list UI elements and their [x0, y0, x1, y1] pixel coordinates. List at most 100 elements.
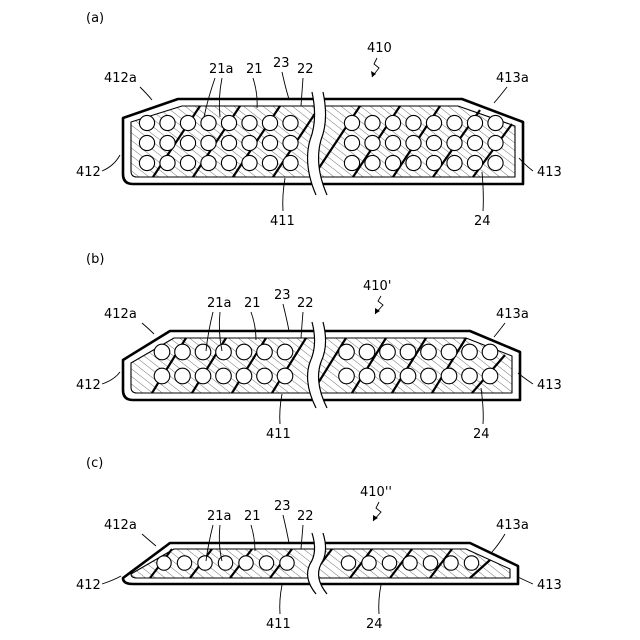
channel-circle — [365, 115, 380, 130]
label-24: 24 — [366, 617, 383, 632]
channel-circle — [139, 135, 154, 150]
channel-circle — [359, 344, 375, 360]
channel-circle — [400, 344, 416, 360]
ref-410-double-prime: 410'' — [360, 485, 392, 500]
channel-circle — [365, 155, 380, 170]
channel-circle — [221, 155, 236, 170]
channel-circle — [385, 135, 400, 150]
label-412a: 412a — [104, 518, 137, 533]
channel-circle — [154, 344, 170, 360]
panel-label: (a) — [86, 11, 104, 26]
label-22: 22 — [297, 296, 314, 311]
channel-circle — [341, 556, 355, 570]
channel-circle — [423, 556, 437, 570]
channel-circle — [139, 115, 154, 130]
channel-circle — [380, 344, 396, 360]
channel-circle — [365, 135, 380, 150]
channel-circle — [382, 556, 396, 570]
label-411: 411 — [270, 214, 295, 229]
channel-circle — [380, 368, 396, 384]
channel-circle — [441, 368, 457, 384]
panel-label: (c) — [86, 456, 103, 471]
channel-circle — [339, 368, 355, 384]
channel-circle — [482, 344, 498, 360]
panel-b: (b) 410' 21a 21 23 22 412a 413a 412 413 … — [76, 252, 562, 442]
channel-circle — [277, 368, 293, 384]
channel-circle — [242, 115, 257, 130]
channel-circle — [426, 115, 441, 130]
channel-circle — [359, 368, 375, 384]
label-21: 21 — [244, 296, 261, 311]
channel-circle — [180, 115, 195, 130]
channel-circle — [462, 344, 478, 360]
label-22: 22 — [297, 509, 314, 524]
ref-410-prime: 410' — [363, 279, 391, 294]
label-412: 412 — [76, 378, 101, 393]
channel-circle — [160, 135, 175, 150]
channel-circle — [400, 368, 416, 384]
channel-circle — [283, 115, 298, 130]
label-413a: 413a — [496, 307, 529, 322]
label-21a: 21a — [207, 509, 232, 524]
label-413a: 413a — [496, 71, 529, 86]
channel-circle — [467, 115, 482, 130]
channel-circle — [488, 135, 503, 150]
channel-circle — [447, 135, 462, 150]
label-412: 412 — [76, 165, 101, 180]
channel-circle — [154, 368, 170, 384]
channel-circle — [160, 115, 175, 130]
channel-circle — [344, 155, 359, 170]
channel-circle — [339, 344, 355, 360]
channel-circle — [447, 115, 462, 130]
channel-circle — [464, 556, 478, 570]
label-411: 411 — [266, 617, 291, 632]
channel-circle — [462, 368, 478, 384]
channel-circle — [221, 115, 236, 130]
channel-circle — [175, 368, 191, 384]
channel-circle — [277, 344, 293, 360]
label-23: 23 — [273, 56, 290, 71]
channel-circle — [195, 344, 211, 360]
channel-circle — [139, 155, 154, 170]
channel-circle — [344, 115, 359, 130]
channel-circle — [488, 115, 503, 130]
channel-circle — [239, 556, 253, 570]
channel-circle — [406, 155, 421, 170]
channel-circle — [467, 155, 482, 170]
channel-circle — [160, 155, 175, 170]
label-21: 21 — [246, 62, 263, 77]
channel-circle — [216, 368, 232, 384]
channel-circle — [262, 115, 277, 130]
label-412: 412 — [76, 578, 101, 593]
label-24: 24 — [474, 214, 491, 229]
channel-circle — [362, 556, 376, 570]
channel-circle — [236, 368, 252, 384]
panel-label: (b) — [86, 252, 104, 267]
channel-circle — [426, 135, 441, 150]
label-22: 22 — [297, 62, 314, 77]
channel-circle — [441, 344, 457, 360]
channel-circle — [221, 135, 236, 150]
channel-circle — [201, 135, 216, 150]
channel-circle — [447, 155, 462, 170]
channel-circle — [406, 135, 421, 150]
label-413a: 413a — [496, 518, 529, 533]
channel-circle — [403, 556, 417, 570]
channel-circle — [242, 135, 257, 150]
channel-circle — [283, 155, 298, 170]
label-23: 23 — [274, 288, 291, 303]
label-413: 413 — [537, 165, 562, 180]
label-24: 24 — [473, 427, 490, 442]
label-412a: 412a — [104, 71, 137, 86]
channel-circle — [201, 155, 216, 170]
channel-circle — [257, 368, 273, 384]
channel-circle — [421, 344, 437, 360]
channel-circle — [426, 155, 441, 170]
channel-circle — [180, 155, 195, 170]
channel-circle — [242, 155, 257, 170]
ref-410: 410 — [367, 41, 392, 56]
label-412a: 412a — [104, 307, 137, 322]
channel-circle — [344, 135, 359, 150]
channel-circle — [216, 344, 232, 360]
channel-circle — [385, 115, 400, 130]
